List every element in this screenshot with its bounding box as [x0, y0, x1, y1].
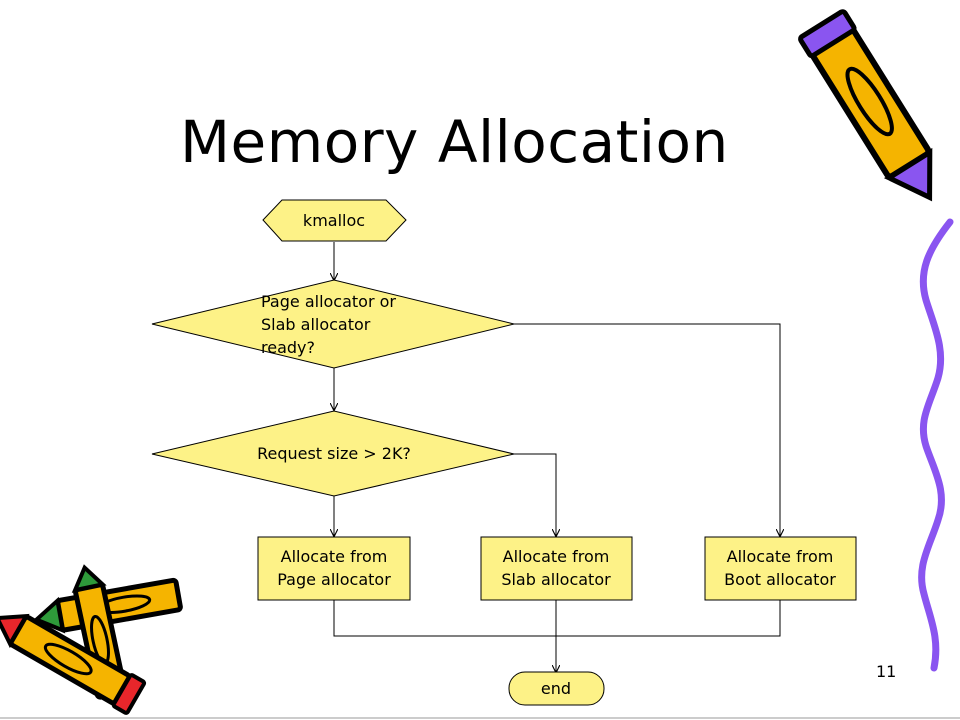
page-number: 11 — [876, 662, 897, 681]
connector-decision2-to-slab — [514, 453, 556, 536]
squiggle-decoration — [918, 218, 954, 672]
end-node: end — [508, 671, 605, 706]
start-node: kmalloc — [262, 199, 407, 242]
connectors — [334, 242, 780, 672]
connector-decision1-to-boot — [514, 323, 780, 536]
box-boot-allocator: Allocate from Boot allocator — [704, 536, 857, 601]
box-page-allocator: Allocate from Page allocator — [257, 536, 411, 601]
box-page-line2: Page allocator — [277, 570, 391, 589]
pencils-cluster-icon — [0, 564, 183, 715]
decision1-line1: Page allocator or — [261, 292, 396, 311]
end-node-label: end — [541, 679, 571, 698]
decision1-line3: ready? — [261, 338, 315, 357]
decision-allocator-ready: Page allocator or Slab allocator ready? — [151, 279, 515, 369]
decision-request-size: Request size > 2K? — [151, 410, 515, 497]
box-slab-line2: Slab allocator — [501, 570, 611, 589]
box-page-line1: Allocate from — [281, 547, 388, 566]
start-node-label: kmalloc — [303, 211, 365, 230]
connector-merge-to-end — [333, 600, 781, 637]
box-slab-line1: Allocate from — [503, 547, 610, 566]
decision2-label: Request size > 2K? — [257, 444, 411, 463]
box-boot-line1: Allocate from — [727, 547, 834, 566]
slide-title: Memory Allocation — [180, 108, 729, 176]
pencil-icon — [798, 9, 933, 202]
decision1-line2: Slab allocator — [261, 315, 371, 334]
box-boot-line2: Boot allocator — [724, 570, 836, 589]
box-slab-allocator: Allocate from Slab allocator — [480, 536, 633, 601]
